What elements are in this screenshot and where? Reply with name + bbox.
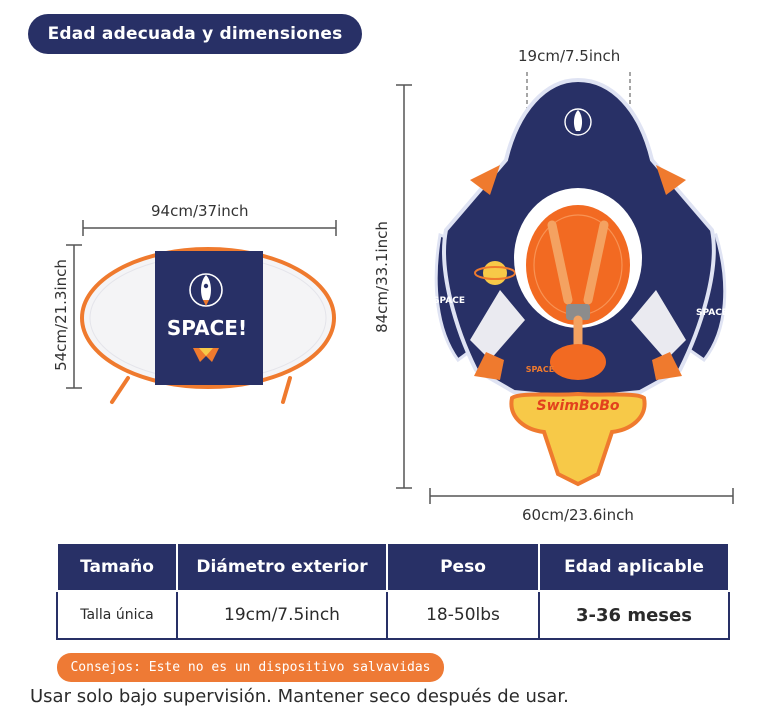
float-height-label: 84cm/33.1inch — [373, 221, 391, 333]
cell-weight: 18-50lbs — [386, 590, 540, 640]
cell-age: 3-36 meses — [538, 590, 730, 640]
planet-icon — [474, 261, 516, 285]
tail-print-text: SPACE — [526, 365, 554, 374]
col-header-age: Edad aplicable — [538, 542, 730, 592]
rocket-icon — [189, 273, 223, 307]
float-height-guide — [396, 84, 412, 489]
col-header-weight: Peso — [386, 542, 540, 592]
product-illustration: SPACE! — [66, 72, 734, 504]
canopy-height-guide — [66, 244, 82, 389]
sun-canopy: SPACE! — [80, 247, 336, 404]
float-width-label: 60cm/23.6inch — [522, 506, 634, 524]
wing-left-text: SPACE — [433, 296, 465, 306]
brand-logo-text: SwimBoBo — [537, 398, 620, 414]
section-title: Edad adecuada y dimensiones — [47, 24, 343, 44]
cell-size: Talla única — [56, 590, 178, 640]
canopy-width-label: 94cm/37inch — [151, 202, 249, 220]
nose-rocket-icon — [564, 108, 592, 136]
canopy-print-text: SPACE! — [167, 316, 247, 340]
swim-float: SwimBoBo SPACE SPACE SPACE — [433, 77, 728, 487]
flame-icon — [193, 348, 219, 362]
cell-diameter: 19cm/7.5inch — [176, 590, 388, 640]
usage-note: Usar solo bajo supervisión. Mantener sec… — [30, 686, 569, 707]
section-title-badge: Edad adecuada y dimensiones — [28, 14, 362, 54]
seat-width-label: 19cm/7.5inch — [518, 47, 621, 65]
table-row: Talla única 19cm/7.5inch 18-50lbs 3-36 m… — [56, 590, 730, 640]
warning-text: Consejos: Este no es un dispositivo salv… — [70, 660, 431, 675]
float-width-guide — [429, 488, 734, 504]
warning-badge: Consejos: Este no es un dispositivo salv… — [57, 653, 444, 682]
table-header-row: Tamaño Diámetro exterior Peso Edad aplic… — [56, 542, 730, 592]
col-header-size: Tamaño — [56, 542, 178, 592]
col-header-diameter: Diámetro exterior — [176, 542, 388, 592]
spec-table: Tamaño Diámetro exterior Peso Edad aplic… — [56, 542, 730, 640]
canopy-width-guide — [82, 220, 337, 236]
wing-right-text: SPACE — [696, 308, 728, 318]
canopy-height-label: 54cm/21.3inch — [52, 259, 70, 371]
